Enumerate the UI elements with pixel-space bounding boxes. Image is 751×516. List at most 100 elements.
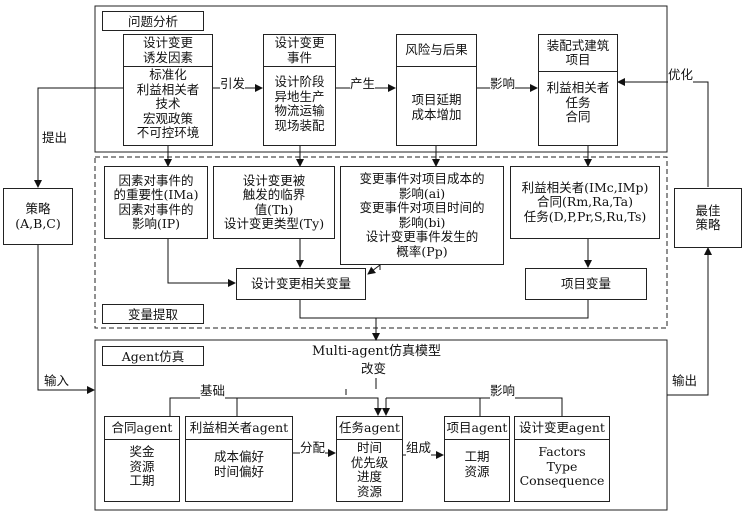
text-problem-boxes-risk-title-0: 风险与后果 <box>405 42 468 58</box>
text-variable-boxes-project-vars: 项目变量 <box>560 275 611 291</box>
text-variable-boxes-factors-0: 因素对事件的 <box>118 172 194 188</box>
task-agent-box: 任务agent 时间优先级 进度资源 <box>336 416 403 502</box>
inducement-box: 设计变更诱发因素 标准化利益相关者 技术宏观政策 不可控环境 <box>123 34 213 146</box>
text-agents-2-attrs-3: 资源 <box>356 483 382 499</box>
text-best-label-0: 最佳 <box>695 202 721 218</box>
agent-label-influence: 影响 <box>490 380 516 399</box>
text-agents-2-name: 任务agent <box>339 419 400 435</box>
text-problem-boxes-event-body-0: 设计阶段 <box>274 74 325 89</box>
risk-title: 风险与后果 <box>397 35 476 67</box>
text-problem-boxes-inducement-body-1: 利益相关者 <box>136 81 200 97</box>
text-problem-boxes-inducement-body-4: 不可控环境 <box>136 125 200 140</box>
text-problem-boxes-inducement-title-1: 诱发因素 <box>142 49 193 65</box>
text-variable-boxes-threshold-3: 设计变更类型(Ty) <box>223 216 325 231</box>
factors-variable-box: 因素对事件的的重要性(IMa) 因素对事件的影响(IP) <box>104 166 208 239</box>
project-variables-box: 项目变量 <box>525 268 647 300</box>
text-variable-boxes-stakeholder-2: 任务(D,P,Pr,S,Ru,Ts) <box>523 208 647 224</box>
model-change-label: 改变 <box>361 361 387 376</box>
text-variable-boxes-impact-5: 概率(Pp) <box>396 243 448 259</box>
text-problem-boxes-event-body-3: 现场装配 <box>274 117 325 133</box>
text-agents-0-attrs-0: 奖金 <box>129 444 155 459</box>
arrow-label-trigger: 引发 <box>220 73 246 92</box>
side-label-output: 输出 <box>672 370 698 389</box>
project-title: 装配式建筑项目 <box>539 35 617 72</box>
text-variable-boxes-impact-3: 影响(bi) <box>398 214 446 230</box>
text-problem-boxes-project-title-0: 装配式建筑 <box>546 37 610 53</box>
text-problem-boxes-event-body-1: 异地生产 <box>274 88 325 104</box>
text-agents-0-attrs-1: 资源 <box>129 458 155 474</box>
strategy-box: 策略(A,B,C) <box>3 188 73 245</box>
side-label-optimize: 优化 <box>668 64 694 83</box>
text-variable-boxes-threshold-1: 触发的临界 <box>242 187 306 202</box>
text-sections-agent: Agent仿真 <box>121 349 185 364</box>
best-strategy-box: 最佳策略 <box>674 188 742 248</box>
design-change-variables-box: 设计变更相关变量 <box>236 268 366 300</box>
side-label-input: 输入 <box>44 370 70 389</box>
section-variable-extraction: 变量提取 <box>102 304 204 324</box>
text-agents-4-attrs-1: Type <box>546 458 578 474</box>
model-title: Multi-agent仿真模型 <box>312 344 441 359</box>
text-agents-1-attrs-1: 时间偏好 <box>213 463 264 479</box>
inducement-title: 设计变更诱发因素 <box>124 35 212 67</box>
impact-variable-box: 变更事件对项目成本的影响(ai) 变更事件对项目时间的影响(bi) 设计变更事件… <box>340 166 504 265</box>
arrow-label-influence: 影响 <box>490 73 516 92</box>
stakeholder-variable-box: 利益相关者(IMc,IMp)合同(Rm,Ra,Ta) 任务(D,P,Pr,S,R… <box>510 166 660 239</box>
text-agents-2-attrs-2: 进度 <box>356 469 382 484</box>
text-strategy-label: 策略 <box>25 201 51 216</box>
project-box: 装配式建筑项目 利益相关者任务 合同 <box>538 34 618 146</box>
text-variable-boxes-design-vars: 设计变更相关变量 <box>250 275 351 291</box>
text-agents-2-attrs-1: 优先级 <box>350 454 389 470</box>
text-agents-3-attrs-1: 资源 <box>464 463 490 479</box>
text-agents-2-attrs-0: 时间 <box>356 440 382 455</box>
text-problem-boxes-event-title-0: 设计变更 <box>274 35 325 50</box>
text-strategy-sub: (A,B,C) <box>15 215 61 231</box>
text-variable-boxes-stakeholder-1: 合同(Rm,Ra,Ta) <box>537 194 633 210</box>
risk-box: 风险与后果 项目延期成本增加 <box>396 34 477 146</box>
text-problem-boxes-project-body-1: 任务 <box>565 94 591 110</box>
stakeholder-agent-box: 利益相关者agent 成本偏好时间偏好 <box>185 416 293 502</box>
text-agents-0-attrs-2: 工期 <box>129 473 155 488</box>
agent-label-allocate: 分配 <box>300 437 326 456</box>
text-variable-boxes-factors-1: 的重要性(IMa) <box>113 187 199 202</box>
text-variable-boxes-threshold-0: 设计变更被 <box>242 172 306 188</box>
text-sections-extract: 变量提取 <box>127 307 178 322</box>
text-problem-boxes-project-body-2: 合同 <box>565 109 591 124</box>
text-agents-4-name: 设计变更agent <box>519 419 605 435</box>
change-event-title: 设计变更事件 <box>264 35 335 67</box>
section-agent-simulation: Agent仿真 <box>102 346 204 366</box>
text-agents-4-attrs-0: Factors <box>538 444 586 459</box>
text-problem-boxes-project-body-0: 利益相关者 <box>546 80 610 95</box>
text-problem-boxes-risk-body-0: 项目延期 <box>411 92 462 107</box>
text-variable-boxes-factors-2: 因素对事件的 <box>118 201 194 217</box>
text-best-label-1: 策略 <box>695 217 721 232</box>
text-variable-boxes-impact-1: 影响(ai) <box>398 185 446 201</box>
text-agents-0-name: 合同agent <box>111 419 173 435</box>
text-agents-3-name: 项目agent <box>446 419 508 435</box>
text-problem-boxes-risk-body-1: 成本增加 <box>411 106 462 122</box>
text-variable-boxes-impact-2: 变更事件对项目时间的 <box>359 200 485 215</box>
text-problem-boxes-event-body-2: 物流运输 <box>274 103 325 118</box>
arrow-label-produce: 产生 <box>350 73 376 92</box>
section-problem-analysis: 问题分析 <box>102 11 204 31</box>
text-problem-boxes-event-title-1: 事件 <box>286 49 312 65</box>
text-agents-3-attrs-0: 工期 <box>464 449 490 464</box>
change-event-box: 设计变更事件 设计阶段异地生产 物流运输现场装配 <box>263 34 336 146</box>
threshold-variable-box: 设计变更被触发的临界 值(Th)设计变更类型(Ty) <box>213 166 335 239</box>
text-variable-boxes-factors-3: 影响(IP) <box>131 216 181 231</box>
text-agents-4-attrs-2: Consequence <box>519 473 605 488</box>
text-agents-1-name: 利益相关者agent <box>189 419 289 435</box>
text-variable-boxes-impact-4: 设计变更事件发生的 <box>365 229 479 244</box>
text-problem-boxes-inducement-body-3: 宏观政策 <box>142 110 193 126</box>
agent-label-basis: 基础 <box>200 380 226 399</box>
text-problem-boxes-inducement-title-0: 设计变更 <box>142 35 193 50</box>
text-problem-boxes-project-title-1: 项目 <box>565 52 591 67</box>
text-agents-1-attrs-0: 成本偏好 <box>213 449 264 464</box>
project-agent-box: 项目agent 工期资源 <box>444 416 510 502</box>
agent-label-compose: 组成 <box>406 437 432 456</box>
text-sections-problem: 问题分析 <box>127 14 178 29</box>
text-variable-boxes-stakeholder-0: 利益相关者(IMc,IMp) <box>521 179 649 195</box>
text-problem-boxes-inducement-body-2: 技术 <box>155 96 181 111</box>
contract-agent-box: 合同agent 奖金资源工期 <box>104 416 180 502</box>
text-problem-boxes-inducement-body-0: 标准化 <box>149 67 187 82</box>
